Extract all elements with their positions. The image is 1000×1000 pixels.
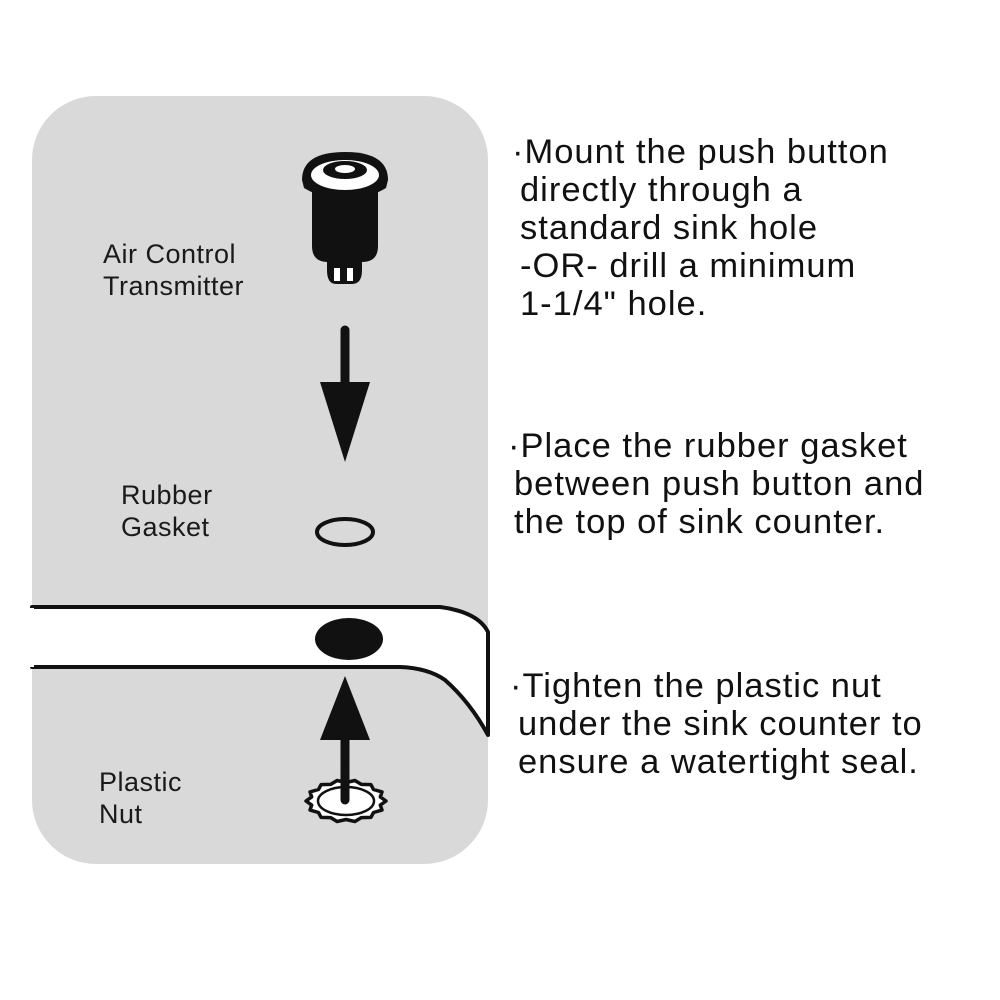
nut-icon [304, 765, 388, 824]
instruction-step-mount: ·Mount the push button directly through … [512, 133, 889, 323]
label-rubber-gasket: Rubber Gasket [121, 479, 213, 543]
step-line: under the sink counter to [518, 705, 923, 743]
diagram-panel [32, 96, 488, 864]
label-plastic-nut: Plastic Nut [99, 766, 182, 830]
step-line: ensure a watertight seal. [518, 743, 919, 781]
step-line: -OR- drill a minimum [520, 247, 857, 285]
step-line: ·Place the rubber gasket [508, 427, 908, 465]
step-line: between push button and [514, 465, 925, 503]
instruction-step-gasket: ·Place the rubber gasket between push bu… [508, 427, 925, 541]
label-line: Gasket [121, 512, 210, 542]
step-line: ·Tighten the plastic nut [510, 667, 882, 705]
arrow-down-icon [320, 325, 370, 462]
label-line: Rubber [121, 480, 213, 510]
step-line: directly through a [520, 171, 803, 209]
transmitter-icon [302, 152, 388, 284]
step-line: 1-1/4" hole. [520, 285, 708, 323]
label-air-control-transmitter: Air Control Transmitter [103, 238, 244, 302]
instruction-step-nut: ·Tighten the plastic nut under the sink … [510, 667, 923, 781]
sink-hole-icon [315, 618, 383, 660]
step-line: ·Mount the push button [512, 133, 889, 171]
gasket-icon [315, 517, 375, 547]
label-line: Plastic [99, 767, 183, 797]
step-line: standard sink hole [520, 209, 819, 247]
label-line: Nut [99, 799, 143, 829]
label-line: Air Control [103, 239, 237, 269]
step-line: the top of sink counter. [514, 503, 886, 541]
label-line: Transmitter [103, 271, 245, 301]
